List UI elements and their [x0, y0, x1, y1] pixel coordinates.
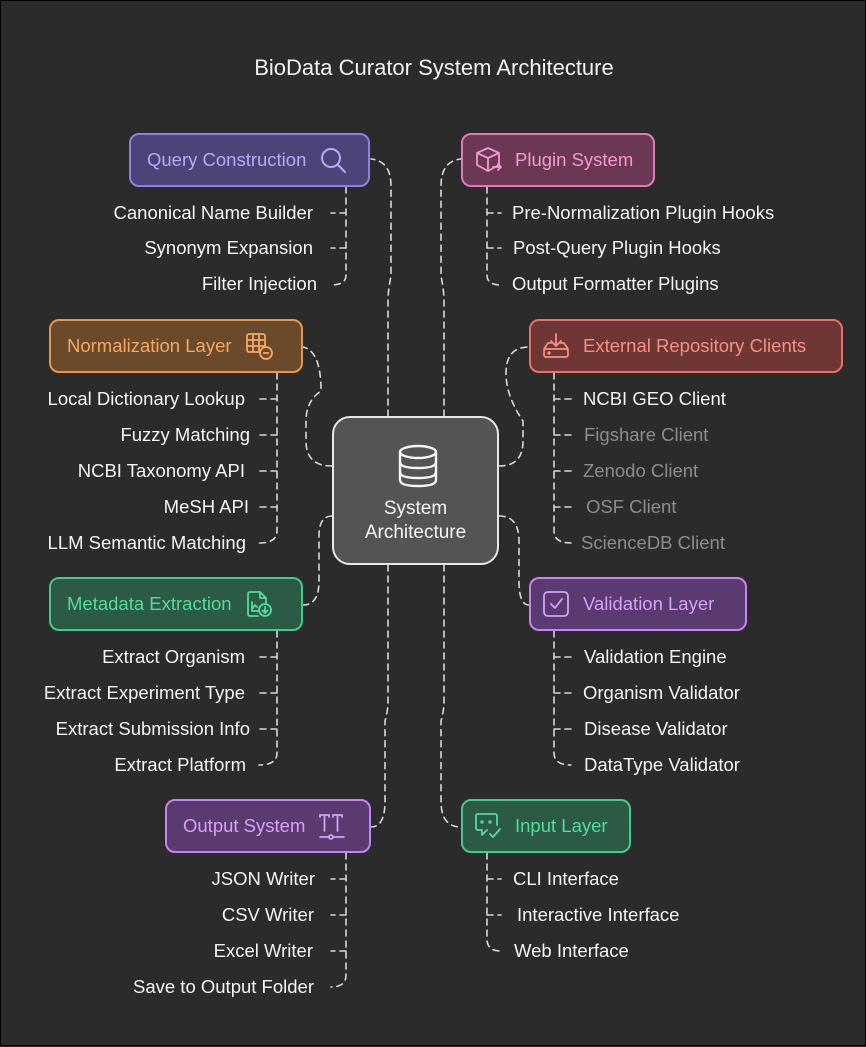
- node-label: Input Layer: [515, 815, 608, 836]
- list-item: Zenodo Client: [583, 460, 699, 481]
- validation-layer-node: Validation Layer: [529, 577, 747, 631]
- external-repository-clients-node: External Repository Clients: [529, 319, 843, 373]
- output-system-node: Output System: [165, 799, 371, 853]
- list-item: Disease Validator: [584, 718, 728, 739]
- list-item: Canonical Name Builder: [113, 202, 314, 223]
- node-label: Metadata Extraction: [67, 593, 232, 614]
- download-tray-icon: [543, 333, 569, 358]
- list-item: NCBI Taxonomy API: [77, 460, 245, 481]
- list-item: LLM Semantic Matching: [47, 532, 246, 553]
- search-icon: [321, 148, 347, 173]
- list-item: Excel Writer: [213, 940, 313, 961]
- list-item: CSV Writer: [221, 904, 314, 925]
- list-item: Extract Platform: [114, 754, 246, 775]
- list-item: Output Formatter Plugins: [512, 273, 719, 294]
- list-item: Figshare Client: [584, 424, 709, 445]
- list-item: Fuzzy Matching: [120, 424, 250, 445]
- hub-label-line1: System: [383, 498, 448, 519]
- list-item: Post-Query Plugin Hooks: [513, 237, 721, 258]
- table-minus-icon: [245, 333, 273, 360]
- chat-check-icon: [475, 813, 501, 838]
- list-item: CLI Interface: [513, 868, 619, 889]
- list-item: Organism Validator: [583, 682, 740, 703]
- node-label: External Repository Clients: [583, 335, 807, 356]
- node-label: Plugin System: [515, 149, 634, 170]
- list-item: DataType Validator: [584, 754, 740, 775]
- list-item: Extract Experiment Type: [43, 682, 245, 703]
- list-item: Extract Submission Info: [55, 718, 250, 739]
- list-item: Interactive Interface: [517, 904, 680, 925]
- list-item: Save to Output Folder: [133, 976, 314, 997]
- list-item: JSON Writer: [211, 868, 315, 889]
- list-item: ScienceDB Client: [581, 532, 725, 553]
- list-item: Synonym Expansion: [144, 237, 313, 258]
- checkbox-icon: [543, 591, 569, 617]
- input-layer-node: Input Layer: [461, 799, 631, 853]
- metadata-extraction-node: Metadata Extraction: [49, 577, 303, 631]
- list-item: Pre-Normalization Plugin Hooks: [512, 202, 775, 223]
- file-chart-icon: [246, 591, 272, 617]
- package-icon: [476, 147, 502, 172]
- normalization-layer-node: Normalization Layer: [49, 319, 303, 373]
- query-construction-node: Query Construction: [129, 133, 370, 187]
- list-item: Local Dictionary Lookup: [47, 388, 245, 409]
- text-cursor-icon: [319, 814, 346, 840]
- list-item: Extract Organism: [102, 646, 245, 667]
- database-icon: [398, 444, 438, 488]
- node-label: Validation Layer: [583, 593, 715, 614]
- list-item: MeSH API: [163, 496, 249, 517]
- hub-label-line2: Architecture: [364, 522, 467, 543]
- list-item: Filter Injection: [201, 273, 317, 294]
- system-architecture-hub: System Architecture: [332, 416, 499, 565]
- list-item: OSF Client: [586, 496, 677, 517]
- list-item: Validation Engine: [584, 646, 727, 667]
- plugin-system-node: Plugin System: [461, 133, 655, 187]
- diagram-title: BioData Curator System Architecture: [254, 55, 614, 80]
- node-label: Normalization Layer: [67, 335, 232, 356]
- list-item: Web Interface: [514, 940, 629, 961]
- list-item: NCBI GEO Client: [583, 388, 726, 409]
- node-label: Output System: [183, 815, 306, 836]
- node-label: Query Construction: [147, 149, 307, 170]
